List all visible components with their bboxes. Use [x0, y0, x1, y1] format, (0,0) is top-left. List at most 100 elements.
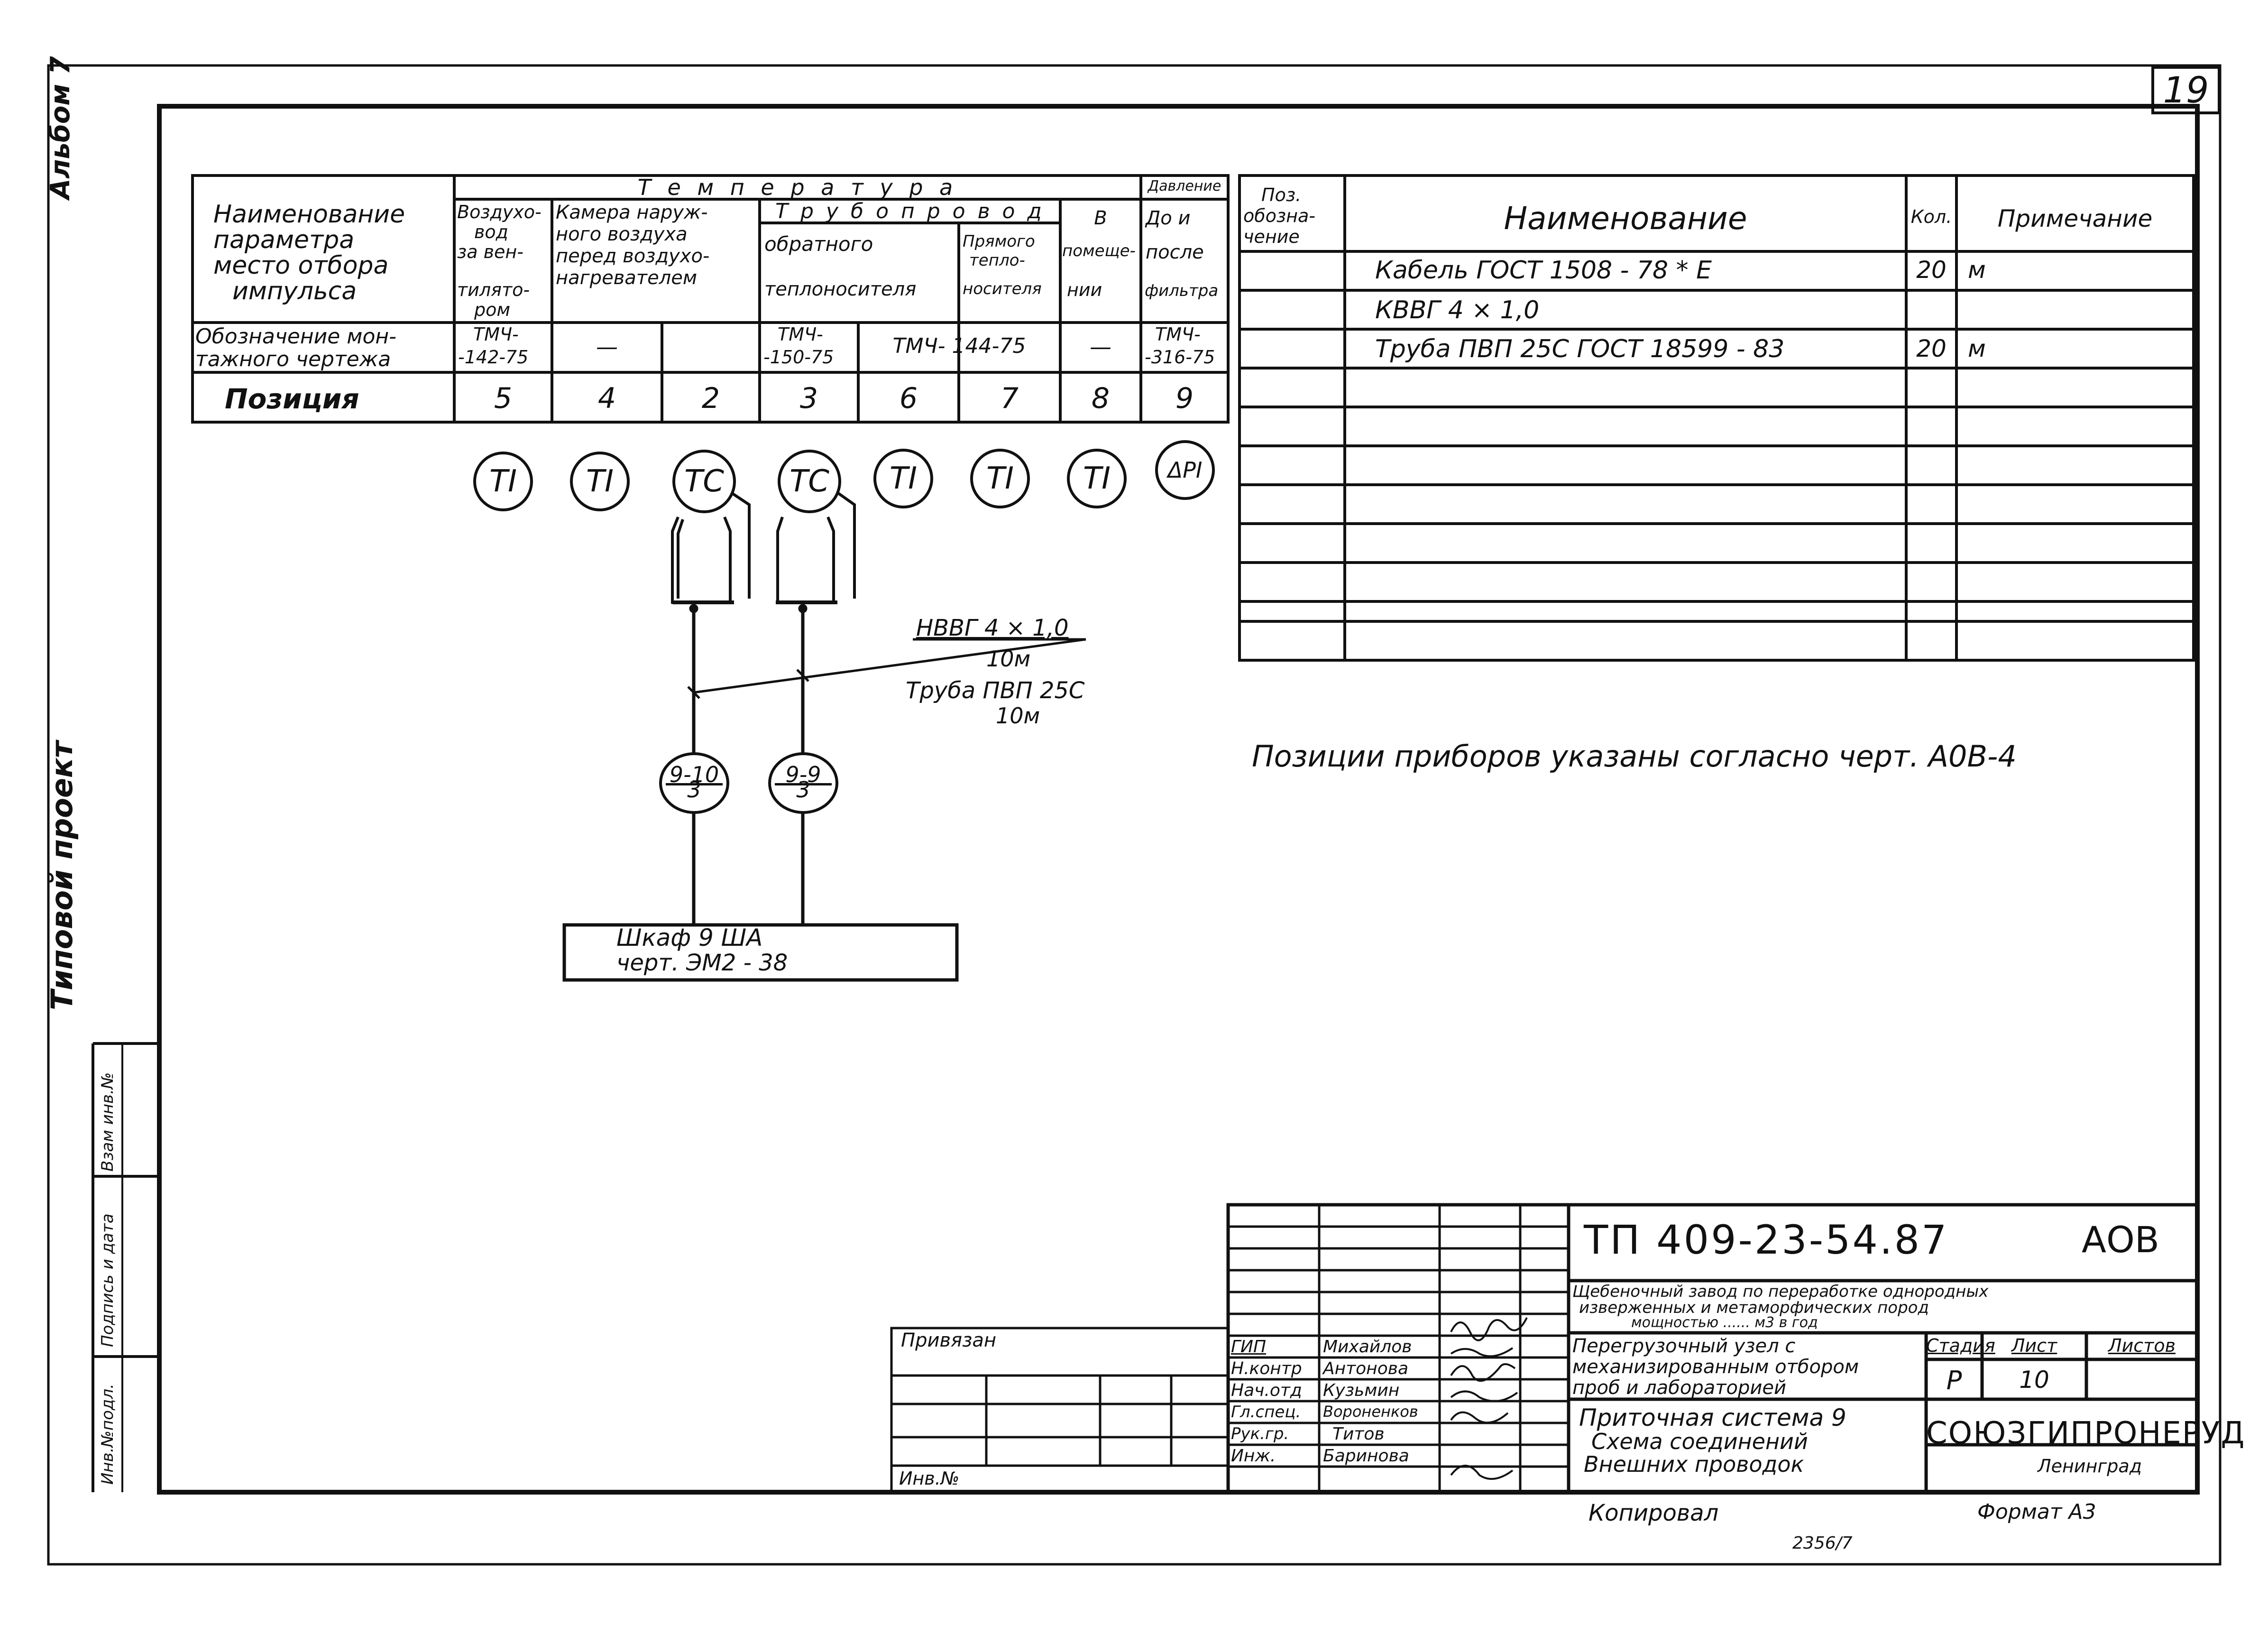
col-duct-header-2: вод	[474, 222, 508, 242]
position-5: 6	[899, 382, 918, 415]
sheet-title-line-3: Внешних проводок	[1584, 1451, 1804, 1477]
mounting-c4-2: -150-75	[763, 347, 834, 368]
mounting-c8-1: ТМЧ-	[1155, 324, 1201, 345]
spec-row-2-name: КВВГ 4 × 1,0	[1375, 296, 1540, 324]
copied-label: Копировал	[1589, 1500, 1719, 1526]
section-line-1: Перегрузочный узел с	[1572, 1335, 1796, 1357]
col-direct-header-2: тепло-	[969, 251, 1025, 270]
role-dept-head: Нач.отд	[1231, 1381, 1302, 1400]
col-filter-header-3: фильтра	[1145, 281, 1219, 300]
sheet-header: Лист	[2011, 1335, 2057, 1356]
section-line-2: механизированным отбором	[1572, 1356, 1859, 1378]
sheet-title-line-2: Схема соединений	[1591, 1429, 1808, 1454]
role-engineer: Инж.	[1231, 1446, 1276, 1466]
terminal-9-10: 9-10 3	[659, 752, 729, 814]
name-chief-spec: Вороненков	[1323, 1403, 1418, 1421]
terminal-9-9: 9-9 3	[768, 752, 838, 814]
col-chamber-header-2: ного воздуха	[556, 223, 688, 245]
instrument-tc-2: TC	[672, 450, 736, 513]
name-gip: Михайлов	[1323, 1337, 1412, 1357]
row-mounting-label-1: Обозначение мон-	[195, 324, 397, 349]
position-1: 5	[494, 382, 513, 415]
col-param-header-3: место отбора	[213, 251, 389, 280]
spec-row-1-note: м	[1968, 256, 1986, 284]
group-pressure: Давление	[1148, 178, 1221, 194]
stamp-cell-replace-inv: Взам инв.№	[98, 1072, 117, 1172]
col-duct-header-4: тилято-	[457, 279, 530, 300]
col-filter-header-2: после	[1146, 241, 1204, 263]
role-gip: ГИП	[1231, 1337, 1267, 1357]
organization-city: Ленинград	[2038, 1456, 2142, 1477]
name-engineer: Баринова	[1323, 1446, 1409, 1466]
object-line-3: мощностью ...... м3 в год	[1631, 1314, 1818, 1331]
format-label: Формат А3	[1977, 1500, 2096, 1524]
col-return-header-2: теплоносителя	[764, 278, 917, 300]
spec-row-3-name: Труба ПВП 25С ГОСТ 18599 - 83	[1375, 335, 1785, 363]
inventory-label: Инв.№	[899, 1468, 960, 1489]
cabinet-name: Шкаф 9 ША	[616, 924, 763, 951]
col-chamber-header-4: нагревателем	[556, 267, 698, 289]
archive-number: 2356/7	[1792, 1533, 1853, 1553]
instrument-tc-3: TC	[778, 450, 841, 513]
col-room-header-2: помеще-	[1062, 241, 1136, 260]
col-direct-header-1: Прямого	[963, 232, 1035, 251]
role-norm-control: Н.контр	[1231, 1359, 1302, 1378]
spec-header-note: Примечание	[1997, 205, 2153, 232]
instrument-ti-8: TI	[1067, 449, 1127, 508]
col-room-header-3: нии	[1067, 279, 1102, 300]
col-duct-header-5: ром	[474, 299, 511, 320]
document-mark: АОВ	[2082, 1219, 2159, 1261]
spec-header-name: Наименование	[1504, 200, 1747, 237]
pipe-spec: Труба ПВП 25С	[906, 677, 1085, 704]
group-pipeline: Т р у б о п р о в о д	[775, 199, 1045, 223]
row-mounting-label-2: тажного чертежа	[195, 347, 391, 371]
mounting-c1-2: -142-75	[458, 347, 529, 368]
sheet-value: 10	[2019, 1366, 2049, 1394]
position-3: 2	[701, 382, 720, 415]
spec-row-1-qty: 20	[1916, 256, 1947, 284]
col-duct-header-3: за вен-	[457, 241, 523, 262]
position-4: 3	[799, 382, 818, 415]
sheets-header: Листов	[2108, 1335, 2176, 1356]
name-group-lead: Титов	[1332, 1424, 1385, 1444]
instrument-ti-4: TI	[570, 452, 630, 511]
spec-header-pos-3: чение	[1243, 226, 1300, 247]
instrument-ti-7: TI	[970, 449, 1030, 508]
col-room-header-1: В	[1094, 207, 1107, 229]
spec-row-3-qty: 20	[1916, 335, 1947, 362]
sheet-number: 19	[2163, 69, 2209, 111]
col-return-header-1: обратного	[764, 232, 873, 256]
position-7: 8	[1091, 382, 1110, 415]
pipe-length: 10м	[996, 703, 1040, 729]
position-8: 9	[1175, 382, 1194, 415]
group-temperature: Т е м п е р а т у р а	[637, 175, 958, 200]
sheet-title-line-1: Приточная система 9	[1579, 1404, 1846, 1431]
object-line-2: изверженных и метаморфических пород	[1579, 1298, 1929, 1317]
spec-header-pos-2: обозна-	[1243, 205, 1315, 226]
stage-value: Р	[1946, 1366, 1962, 1395]
stamp-cell-signature-date: Подпись и дата	[98, 1213, 117, 1347]
col-chamber-header-1: Камера наруж-	[556, 202, 708, 223]
cable-length: 10м	[986, 646, 1031, 672]
col-param-header-2: параметра	[213, 226, 355, 254]
instrument-ti-6: TI	[873, 449, 933, 508]
binding-label: Привязан	[901, 1330, 997, 1351]
cable-spec: НВВГ 4 × 1,0	[916, 615, 1069, 641]
spec-row-3-note: м	[1968, 335, 1986, 362]
name-norm-control: Антонова	[1323, 1359, 1408, 1378]
album-label: Альбом 7	[45, 56, 76, 199]
name-dept-head: Кузьмин	[1323, 1381, 1400, 1400]
mounting-c1-1: ТМЧ-	[473, 324, 519, 345]
mounting-c8-2: -316-75	[1145, 347, 1215, 368]
stage-header: Стадия	[1926, 1335, 1995, 1356]
spec-header-qty: Кол.	[1910, 206, 1952, 227]
mounting-c5: ТМЧ- 144-75	[892, 334, 1026, 358]
terminal-divider	[666, 783, 723, 785]
col-direct-header-3: носителя	[963, 279, 1042, 298]
col-param-header-4: импульса	[232, 277, 357, 305]
cabinet-drawing: черт. ЭМ2 - 38	[616, 950, 788, 976]
instrument-dpi-9: ΔPI	[1155, 440, 1215, 500]
spec-header-pos-1: Поз.	[1261, 185, 1302, 205]
role-group-lead: Рук.гр.	[1231, 1424, 1289, 1443]
